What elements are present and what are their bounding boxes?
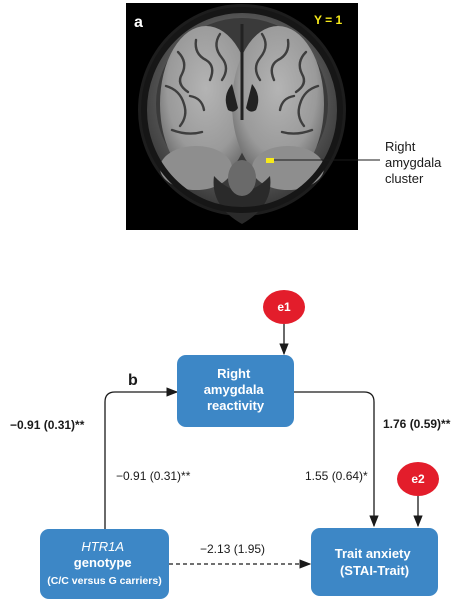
error-node-e1: e1 [263,290,305,324]
coef-b-total: 1.76 (0.59)** [383,417,451,431]
arrow-genotype-to-amygdala [104,387,179,530]
coef-a-total: −0.91 (0.31)** [10,418,85,432]
panel-b-label: b [128,372,138,389]
callout-line-1: Right [385,139,416,154]
slice-label: Y = 1 [314,13,342,27]
node-anxiety-line-1: Trait anxiety [335,546,412,561]
svg-text:Trait anxiety (STAI-Trai: Trait anxiety (STAI-Trait) [335,546,415,578]
node-amygdala-line-2: amygdala [204,382,265,397]
path-arrows [104,324,423,569]
arrow-amygdala-to-anxiety [294,391,379,528]
node-amygdala-line-3: reactivity [207,398,265,413]
mri-panel: a Y = 1 [126,3,358,230]
node-genotype: HTR1A genotype (C/C versus G carriers) [40,529,169,599]
coef-b: 1.55 (0.64)* [305,469,368,483]
callout-line-2: amygdala [385,155,442,170]
coef-a: −0.91 (0.31)** [116,469,191,483]
node-amygdala-line-1: Right [217,366,251,381]
node-amygdala-reactivity: Right amygdala reactivity [177,355,294,427]
node-anxiety-line-2: (STAI-Trait) [340,563,409,578]
callout-line-3: cluster [385,171,424,186]
svg-text:HTR1A genotype (C/: HTR1A genotype (C/C versus G carriers) [47,539,161,587]
callout-label: Right amygdala cluster [385,139,445,186]
coef-c-prime: −2.13 (1.95) [200,542,265,556]
panel-a-label: a [134,14,143,31]
error-label-e1: e1 [277,300,291,314]
error-label-e2: e2 [411,472,425,486]
node-genotype-line-2: genotype [74,555,132,570]
svg-text:Right amygdala rea: Right amygdala reactivity [204,366,268,413]
node-genotype-line-3: (C/C versus G carriers) [47,575,161,587]
error-node-e2: e2 [397,462,439,496]
node-trait-anxiety: Trait anxiety (STAI-Trait) [311,528,438,596]
node-genotype-gene: HTR1A [81,539,124,554]
amygdala-highlight [266,158,274,163]
